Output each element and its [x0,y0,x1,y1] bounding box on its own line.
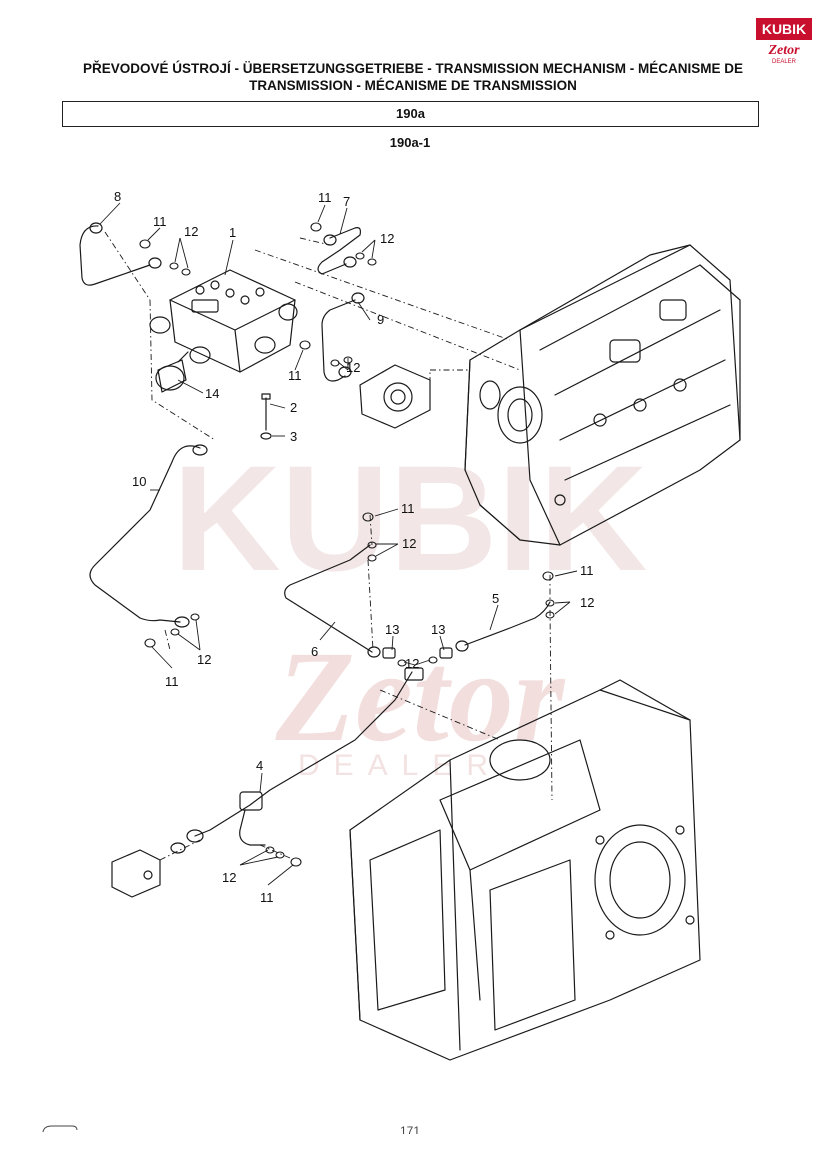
watermark: KUBIK Zetor DEALER [173,434,648,782]
watermark-text-top: KUBIK [173,434,648,602]
logo-text-top: KUBIK [762,21,806,37]
callout-11: 11 [401,501,415,516]
callout-labels: 8 11 12 1 11 7 12 9 12 11 14 2 3 10 11 1… [114,189,594,905]
kubik-zetor-logo: KUBIK Zetor DEALER [756,18,812,65]
callout-12: 12 [346,360,360,375]
callout-12: 12 [184,224,198,239]
callout-11: 11 [260,890,274,905]
callout-13: 13 [431,622,445,637]
upper-transmission-housing [464,244,741,546]
callout-8: 8 [114,189,121,204]
connector-block [111,849,161,898]
callout-6: 6 [311,644,318,659]
callout-13: 13 [385,622,399,637]
pipe-part-4 [170,667,424,854]
callout-7: 7 [343,194,350,209]
callout-11: 11 [288,368,302,383]
figure-code: 190a-1 [389,135,431,150]
callout-9: 9 [377,312,384,327]
pipe-part-5 [455,601,551,652]
callout-11: 11 [318,190,332,205]
lower-transmission-housing [349,679,701,1061]
callout-14: 14 [205,386,219,401]
callout-12: 12 [197,652,211,667]
watermark-text-mid: Zetor [275,625,566,769]
callout-1: 1 [229,225,236,240]
callout-12: 12 [405,656,419,671]
pipe-part-7 [317,227,362,275]
section-code-box: 190a [62,101,759,127]
callout-2: 2 [290,400,297,415]
callout-12: 12 [380,231,394,246]
sensor-part-14 [155,351,189,393]
pipe-part-10 [89,444,208,628]
page-title: PŘEVODOVÉ ÚSTROJÍ - ÜBERSETZUNGSGETRIEBE… [82,61,744,93]
callout-12: 12 [222,870,236,885]
callout-11: 11 [165,674,179,689]
footer-mark [42,1125,78,1133]
exploded-parts-diagram: KUBIK Zetor DEALER [79,189,741,1061]
pipe-part-9 [321,292,365,382]
callout-5: 5 [492,591,499,606]
valve-block [149,269,298,373]
filter-cover [359,364,431,429]
callout-11: 11 [153,214,167,229]
pipe-part-6 [284,544,381,658]
bolt-part-2 [260,393,272,440]
callout-11: 11 [580,563,594,578]
callout-4: 4 [256,758,263,773]
fittings-part-13 [382,647,453,659]
callout-12: 12 [580,595,594,610]
logo-text-small: DEALER [772,59,797,65]
callout-3: 3 [290,429,297,444]
page-number: 171 [399,1124,421,1134]
callout-10: 10 [132,474,146,489]
watermark-text-bottom: DEALER [298,749,502,782]
logo-text-bottom: Zetor [767,43,800,58]
pipe-part-8 [79,222,162,286]
callout-12: 12 [402,536,416,551]
